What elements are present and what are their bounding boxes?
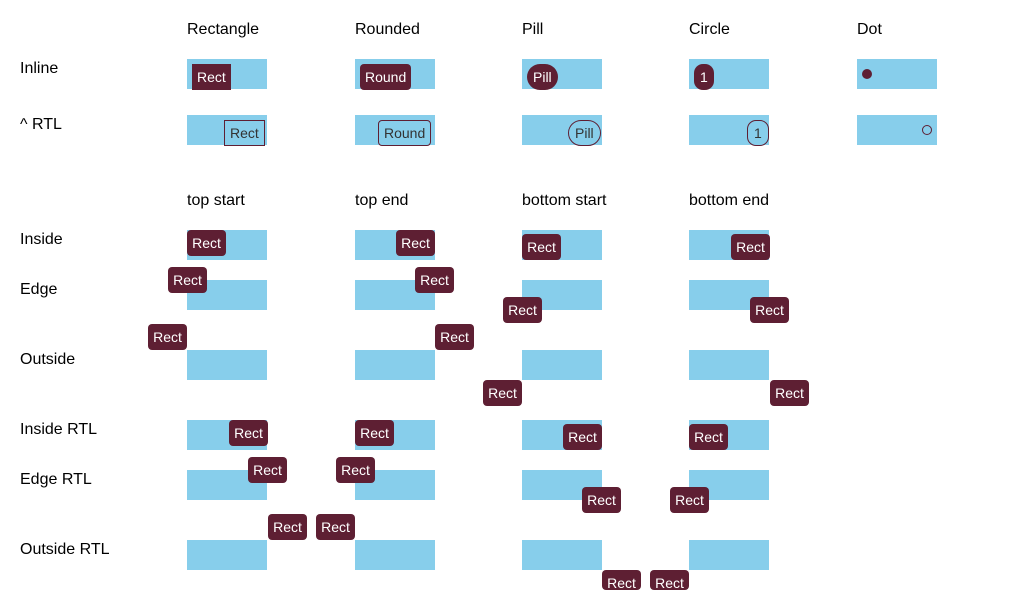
target-box: [689, 540, 769, 570]
row-label-inline: Inline: [20, 60, 59, 77]
header-dot: Dot: [857, 21, 882, 38]
badge-bottom-start: Rect: [563, 424, 602, 450]
row-label-outside-rtl: Outside RTL: [20, 541, 110, 558]
target-box: [355, 350, 435, 380]
badge-dot: [862, 69, 872, 79]
badge-rect: Rect: [192, 64, 231, 90]
badge-bottom-end: Rect: [731, 234, 770, 260]
badge-top-end: Rect: [435, 324, 474, 350]
badge-bottom-end: Rect: [670, 487, 709, 513]
target-box: [355, 540, 435, 570]
badge-pill-outline: Pill: [568, 120, 601, 146]
row-label-inside-rtl: Inside RTL: [20, 421, 98, 438]
badge-top-end: Rect: [396, 230, 435, 256]
badge-top-end: Rect: [316, 514, 355, 540]
badge-pill: Pill: [527, 64, 558, 90]
badge-bottom-start: Rect: [503, 297, 542, 323]
badge-bottom-start: Rect: [582, 487, 621, 513]
target-box: [522, 350, 602, 380]
badge-round-outline: Round: [378, 120, 432, 146]
badge-bottom-end: Rect: [650, 570, 689, 590]
row-label-outside: Outside: [20, 351, 76, 368]
target-box: [522, 540, 602, 570]
row-label-edge-rtl: Edge RTL: [20, 471, 92, 488]
badge-top-start: Rect: [148, 324, 187, 350]
badge-top-end: Rect: [336, 457, 375, 483]
badge-bottom-end: Rect: [689, 424, 728, 450]
badge-bottom-start: Rect: [522, 234, 561, 260]
badge-top-start: Rect: [229, 420, 268, 446]
badge-circle: 1: [694, 64, 714, 90]
header-top-start: top start: [187, 192, 245, 209]
badge-top-start: Rect: [187, 230, 226, 256]
row-label-inside: Inside: [20, 231, 63, 248]
badge-round: Round: [360, 64, 412, 90]
target-box: [187, 540, 267, 570]
badge-bottom-start: Rect: [483, 380, 522, 406]
header-rounded: Rounded: [355, 21, 420, 38]
target-box: [187, 350, 267, 380]
badge-circle-outline: 1: [747, 120, 769, 146]
target-box: [689, 350, 769, 380]
badge-top-end: Rect: [355, 420, 394, 446]
header-bottom-end: bottom end: [689, 192, 770, 209]
header-rectangle: Rectangle: [187, 21, 260, 38]
badge-top-end: Rect: [415, 267, 454, 293]
header-top-end: top end: [355, 192, 409, 209]
badge-top-start: Rect: [248, 457, 287, 483]
badge-bottom-end: Rect: [750, 297, 789, 323]
row-label-edge: Edge: [20, 281, 58, 298]
badge-bottom-start: Rect: [602, 570, 641, 590]
badge-rect-outline: Rect: [224, 120, 265, 146]
header-circle: Circle: [689, 21, 730, 38]
badge-top-start: Rect: [168, 267, 207, 293]
badge-top-start: Rect: [268, 514, 307, 540]
badge-dot-outline: [922, 125, 932, 135]
badge-bottom-end: Rect: [770, 380, 809, 406]
row-label-rtl: ^ RTL: [20, 116, 62, 133]
header-pill: Pill: [522, 21, 544, 38]
header-bottom-start: bottom start: [522, 192, 607, 209]
